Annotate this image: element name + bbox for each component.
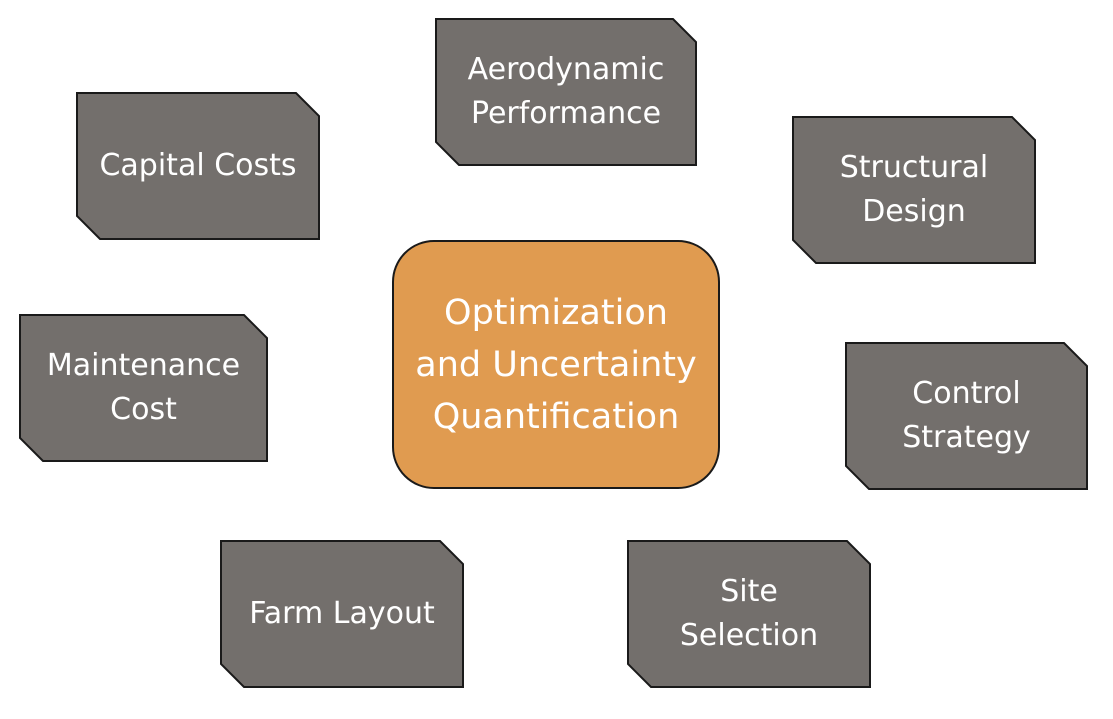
snipped-box-shape bbox=[435, 18, 697, 166]
farm-layout-label: Farm Layout bbox=[249, 596, 435, 631]
maintenance-cost-node: Maintenance Cost bbox=[19, 314, 268, 462]
snipped-box-shape bbox=[19, 314, 268, 462]
maintenance-cost-label: Maintenance Cost bbox=[46, 348, 241, 427]
aerodynamic-performance-node: Aerodynamic Performance bbox=[435, 18, 697, 166]
farm-layout-node: Farm Layout bbox=[220, 540, 464, 688]
optimization-uq-label: Optimization and Uncertainty Quantificat… bbox=[415, 292, 697, 437]
optimization-uq-center-node: Optimization and Uncertainty Quantificat… bbox=[392, 240, 720, 489]
snipped-box-shape bbox=[792, 116, 1036, 264]
site-selection-label: Site Selection bbox=[679, 574, 819, 653]
snipped-box-shape bbox=[76, 92, 320, 240]
control-strategy-node: Control Strategy bbox=[845, 342, 1088, 490]
capital-costs-label: Capital Costs bbox=[99, 148, 297, 183]
structural-design-label: Structural Design bbox=[839, 150, 989, 229]
aerodynamic-performance-label: Aerodynamic Performance bbox=[467, 52, 665, 131]
snipped-box-shape bbox=[845, 342, 1088, 490]
site-selection-node: Site Selection bbox=[627, 540, 871, 688]
control-strategy-label: Control Strategy bbox=[902, 376, 1031, 455]
snipped-box-shape bbox=[627, 540, 871, 688]
structural-design-node: Structural Design bbox=[792, 116, 1036, 264]
snipped-box-shape bbox=[220, 540, 464, 688]
capital-costs-node: Capital Costs bbox=[76, 92, 320, 240]
